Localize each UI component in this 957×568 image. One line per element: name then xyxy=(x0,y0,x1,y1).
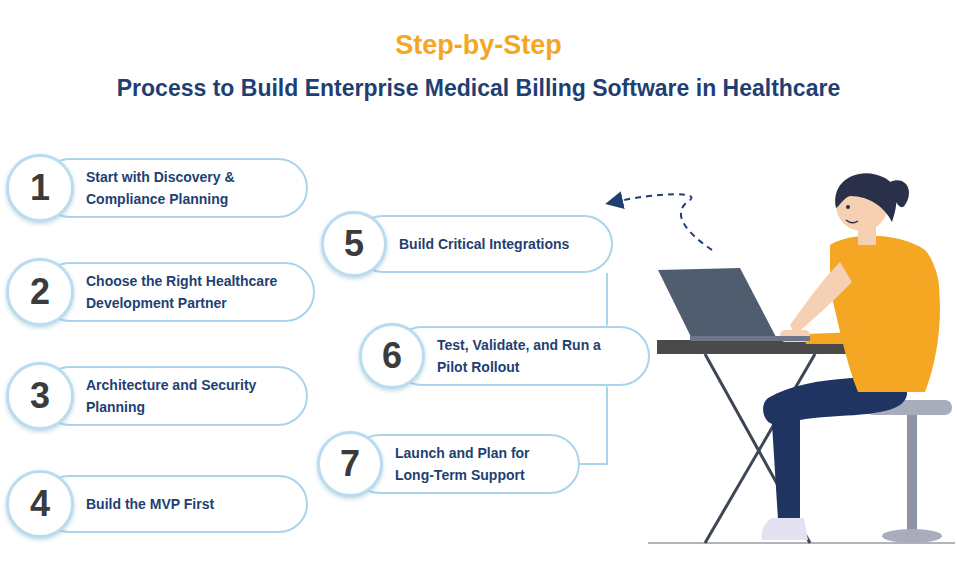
laptop xyxy=(658,268,810,341)
step-pill xyxy=(392,326,650,387)
step-number: 2 xyxy=(30,274,50,310)
title: Step-by-Step xyxy=(0,30,957,61)
step-label: Build the MVP First xyxy=(86,493,291,515)
step-node: 2 Choose the Right Healthcare Development… xyxy=(6,258,315,326)
step-node: 7 Launch and Plan for Long-Term Support xyxy=(317,431,580,497)
step-node: 4 Build the MVP First xyxy=(6,470,308,538)
step-pill xyxy=(40,366,308,427)
step-label: Launch and Plan for Long-Term Support xyxy=(395,442,565,487)
step-node: 6 Test, Validate, and Run a Pilot Rollout xyxy=(359,323,650,389)
subtitle: Process to Build Enterprise Medical Bill… xyxy=(0,75,957,102)
step-circle: 7 xyxy=(317,431,383,497)
step-label: Build Critical Integrations xyxy=(399,233,599,255)
step-node: 1 Start with Discovery & Compliance Plann… xyxy=(6,154,308,222)
step-label: Choose the Right Healthcare Development … xyxy=(86,270,301,315)
step-circle: 4 xyxy=(6,470,74,538)
step-number: 1 xyxy=(30,170,50,206)
dashed-arrow xyxy=(614,194,712,250)
step-circle: 2 xyxy=(6,258,74,326)
step-number: 6 xyxy=(382,338,402,374)
stool xyxy=(866,400,952,543)
connector-line xyxy=(606,273,608,326)
step-number: 7 xyxy=(340,446,360,482)
step-circle: 3 xyxy=(6,362,74,430)
step-circle: 6 xyxy=(359,323,425,389)
step-label: Start with Discovery & Compliance Planni… xyxy=(86,166,291,211)
step-label: Architecture and Security Planning xyxy=(86,374,291,419)
step-number: 4 xyxy=(30,486,50,522)
step-pill xyxy=(40,158,308,219)
step-circle: 5 xyxy=(321,211,387,277)
step-circle: 1 xyxy=(6,154,74,222)
connector-line xyxy=(580,386,607,464)
woman-figure xyxy=(762,173,940,540)
step-number: 3 xyxy=(30,378,50,414)
step-label: Test, Validate, and Run a Pilot Rollout xyxy=(437,334,632,379)
desk xyxy=(657,340,872,543)
step-node: 3 Architecture and Security Planning xyxy=(6,362,308,430)
step-pill xyxy=(40,262,315,323)
step-number: 5 xyxy=(344,226,364,262)
step-pill xyxy=(350,434,580,495)
step-node: 5 Build Critical Integrations xyxy=(321,211,613,277)
